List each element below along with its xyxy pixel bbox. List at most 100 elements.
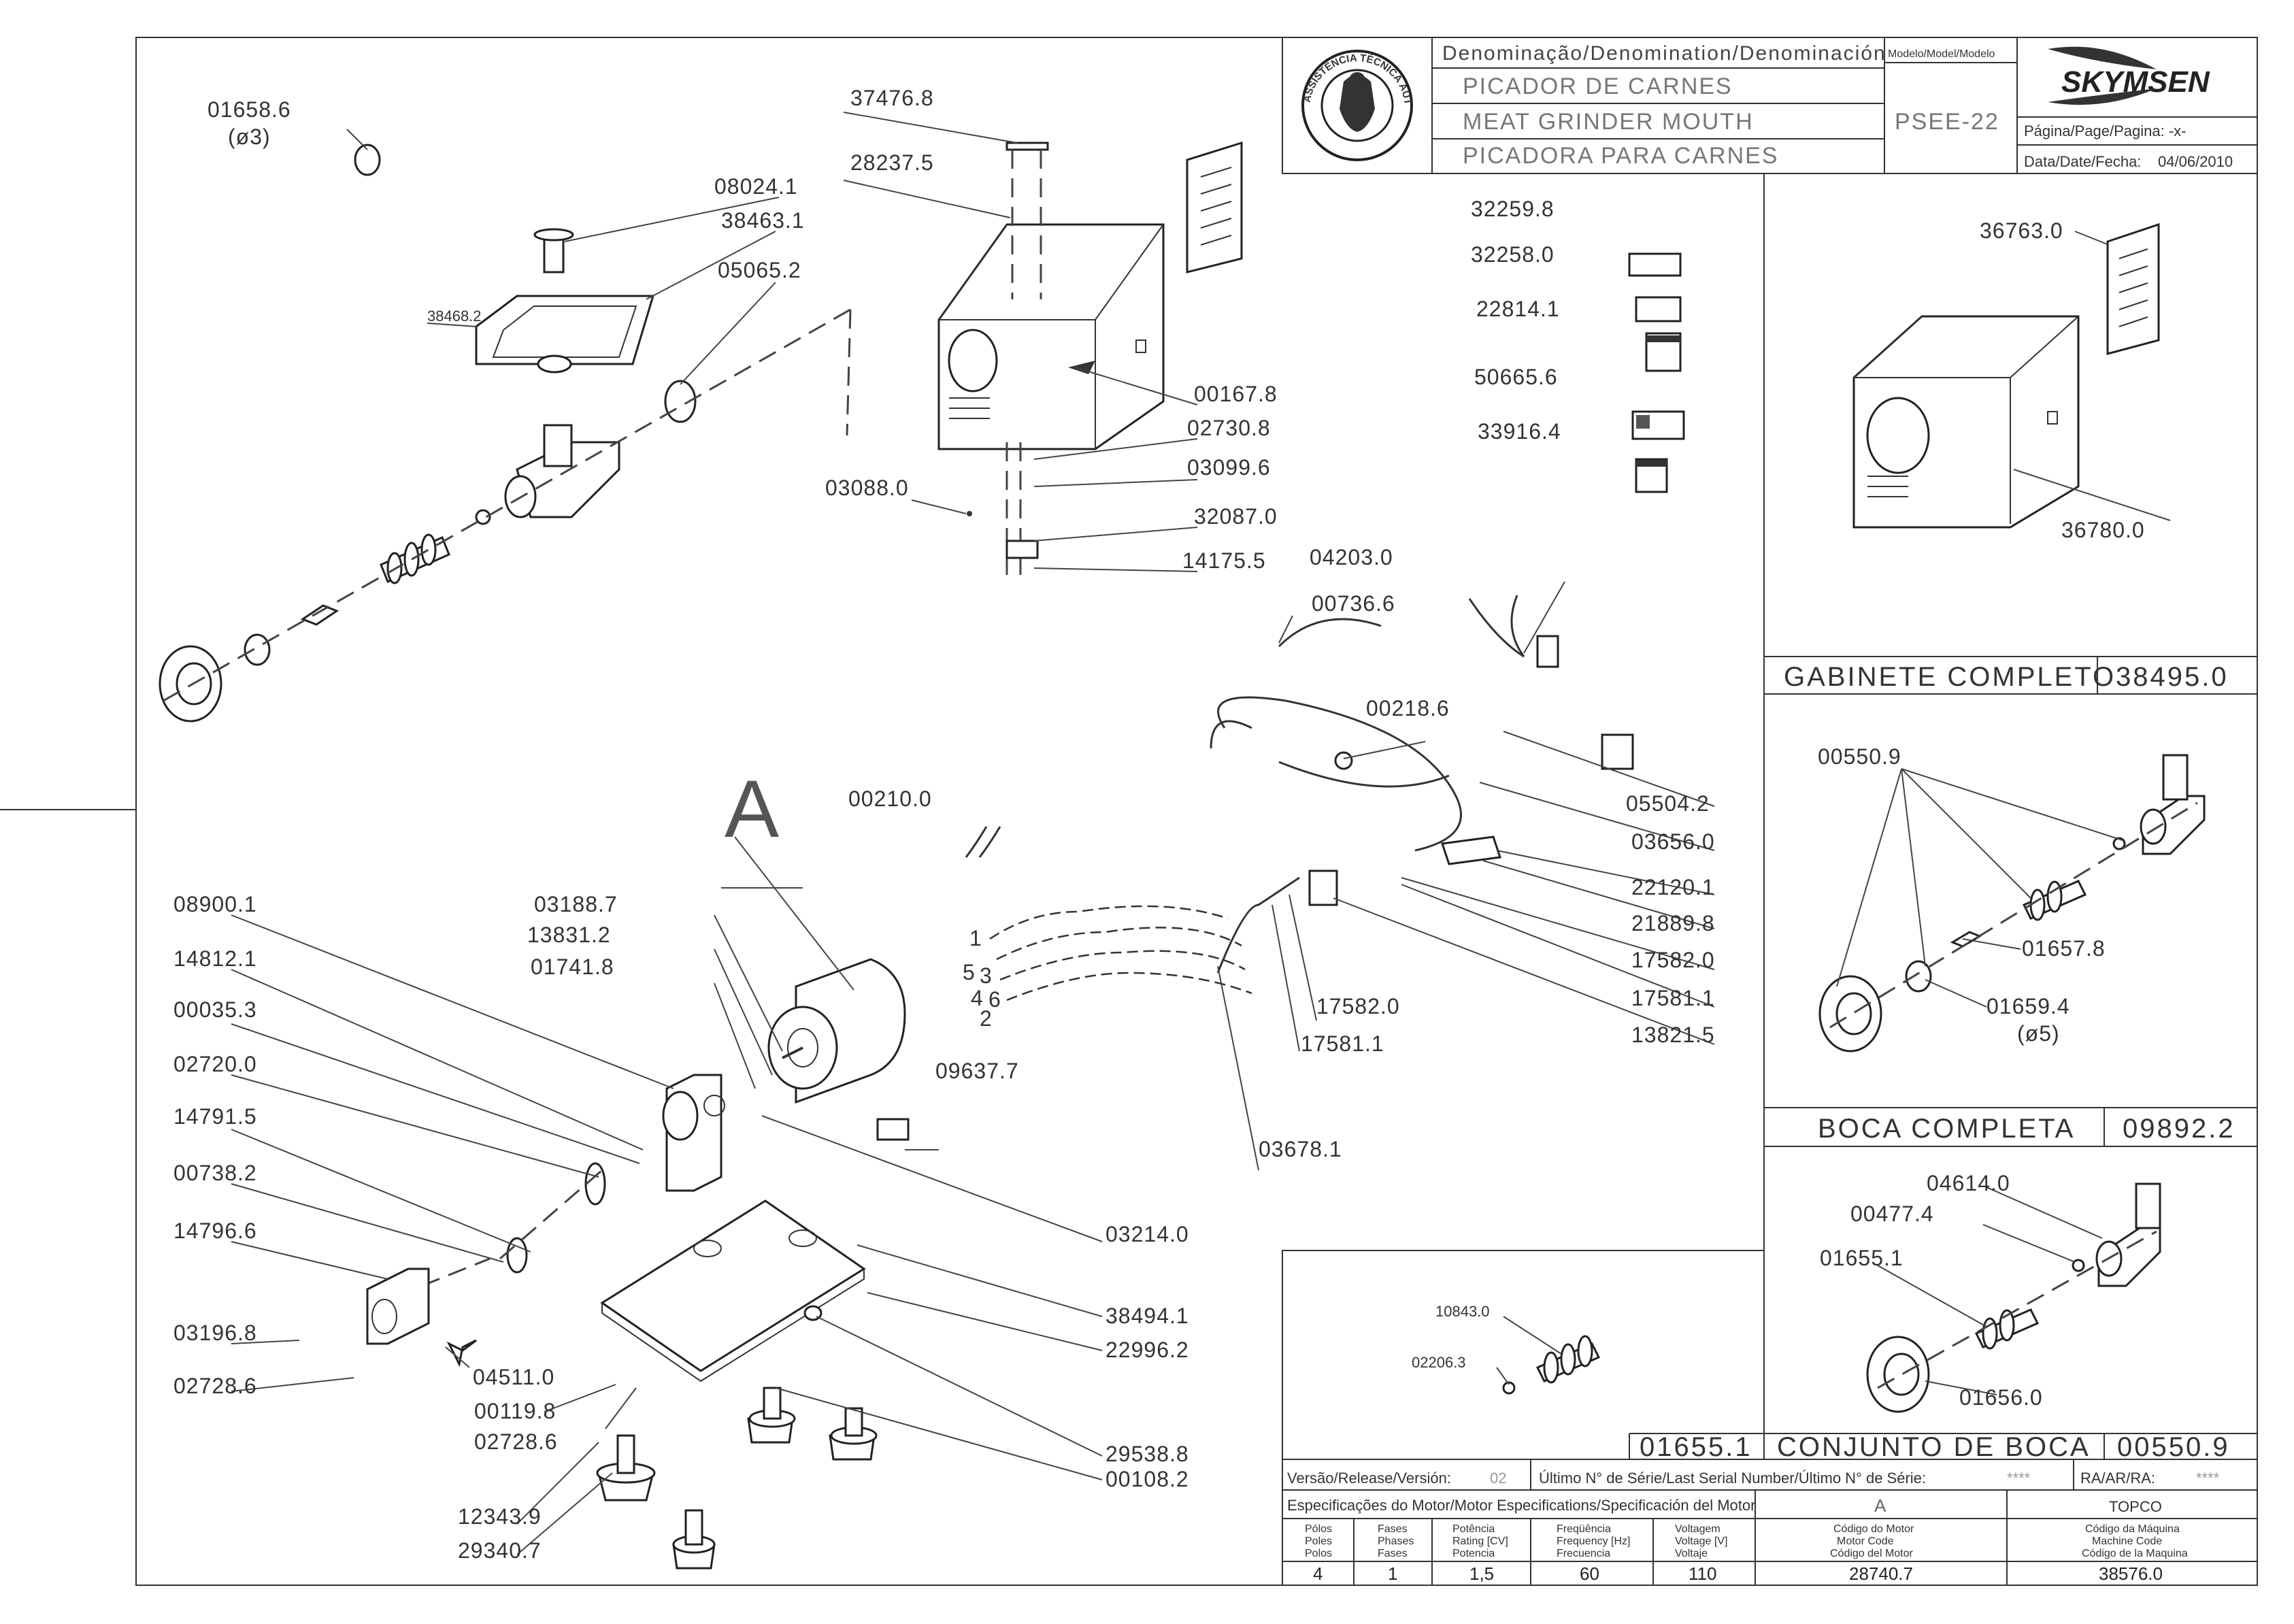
sticker-32258-part <box>1635 296 1682 322</box>
callout-36763-0: 36763.0 <box>1980 218 2063 243</box>
svg-text:Código do Motor: Código do Motor <box>1833 1523 1914 1535</box>
callout-12343-9: 12343.9 <box>458 1504 542 1529</box>
callout-02720-0: 02720.0 <box>173 1052 257 1076</box>
callout-02730-8: 02730.8 <box>1187 416 1271 440</box>
svg-text:Código de la Maquina: Código de la Maquina <box>2082 1548 2188 1559</box>
callout-32087-0: 32087.0 <box>1194 504 1278 529</box>
cabinet-panel-code: 38495.0 <box>2116 662 2229 692</box>
callout-14812-1: 14812.1 <box>173 946 257 971</box>
svg-text:Potência: Potência <box>1452 1523 1495 1535</box>
svg-text:Fases: Fases <box>1378 1548 1408 1559</box>
callout-22996-2: 22996.2 <box>1106 1338 1189 1362</box>
grille-part <box>1186 141 1243 274</box>
callout-02728-6: 02728.6 <box>474 1429 558 1454</box>
callout-00738-2: 00738.2 <box>173 1161 257 1185</box>
name-en: MEAT GRINDER MOUTH <box>1463 109 1754 135</box>
bracket-part <box>1005 142 1049 151</box>
callouts: 01658.6 (ø3) 37476.8 28237.5 08024.1 384… <box>173 86 2145 1563</box>
callout-14796-6: 14796.6 <box>173 1219 257 1243</box>
callout-00167-8: 00167.8 <box>1194 382 1278 406</box>
callout-01655-1: 01655.1 <box>1820 1246 1904 1270</box>
wing-nut-part <box>446 1339 477 1368</box>
callout-32259-8: 32259.8 <box>1471 197 1555 221</box>
motor-spec-label: Especificações do Motor/Motor Especifica… <box>1287 1497 1755 1514</box>
callout-01658-6-size: (ø3) <box>228 125 271 149</box>
callout-04203-0: 04203.0 <box>1310 545 1393 569</box>
svg-text:Código del Motor: Código del Motor <box>1830 1548 1914 1559</box>
plate-part <box>244 633 271 666</box>
callout-03188-7: 03188.7 <box>534 892 618 916</box>
svg-text:Poles: Poles <box>1305 1536 1332 1547</box>
mouth-panel-drawing <box>1818 754 2206 1053</box>
callout-13821-5: 13821.5 <box>1631 1023 1715 1047</box>
callout-09637-7: 09637.7 <box>935 1059 1019 1083</box>
callout-04614-0: 04614.0 <box>1927 1171 2010 1195</box>
callout-38463-1: 38463.1 <box>721 208 805 233</box>
callout-00108-2: 00108.2 <box>1106 1467 1189 1491</box>
callout-13831-2: 13831.2 <box>527 923 611 947</box>
mouth-panel-title: BOCA COMPLETA <box>1818 1114 2075 1144</box>
version-label: Versão/Release/Versión: <box>1287 1470 1451 1487</box>
worm-panel-frame <box>1282 1250 1765 1460</box>
value-rating: 1,5 <box>1469 1563 1494 1584</box>
title-block: ASSISTÊNCIA TÉCNICA AUTORIZADA Denominaç… <box>0 0 2258 174</box>
callout-22120-1: 22120.1 <box>1631 875 1715 899</box>
value-phases: 1 <box>1388 1563 1397 1584</box>
callout-17582-0-right: 17582.0 <box>1631 948 1715 972</box>
mouth-set-title: CONJUNTO DE BOCA <box>1777 1432 2091 1462</box>
callout-00477-4: 00477.4 <box>1850 1202 1934 1226</box>
svg-text:Rating [CV]: Rating [CV] <box>1452 1536 1508 1547</box>
motor-callout-letter: A <box>725 763 779 855</box>
callout-01659-4: 01659.4 <box>1987 994 2070 1018</box>
svg-text:ASSISTÊNCIA TÉCNICA AUTORIZADA: ASSISTÊNCIA TÉCNICA AUTORIZADA <box>0 0 1414 105</box>
wire-label-3: 3 <box>980 963 993 988</box>
svg-text:Polos: Polos <box>1305 1548 1332 1559</box>
callout-32258-0: 32258.0 <box>1471 242 1555 267</box>
bracket-lower-part <box>1005 540 1039 559</box>
callout-03196-8: 03196.8 <box>173 1321 257 1345</box>
callout-03656-0: 03656.0 <box>1631 829 1715 854</box>
callout-08900-1: 08900.1 <box>173 892 257 916</box>
callout-05065-2: 05065.2 <box>718 258 801 282</box>
mouth-set-panel-drawing <box>1866 1182 2161 1413</box>
callout-00210-0: 00210.0 <box>848 786 932 811</box>
wire-label-2: 2 <box>980 1006 993 1031</box>
worm-panel-drawing <box>1502 1335 1601 1395</box>
plate-3mm-part <box>354 144 381 176</box>
callout-00550-9: 00550.9 <box>1818 744 1901 769</box>
callout-03214-0: 03214.0 <box>1106 1222 1189 1246</box>
seal-text: ASSISTÊNCIA TÉCNICA AUTORIZADA <box>0 0 1414 105</box>
blade-part <box>300 604 339 626</box>
name-es: PICADORA PARA CARNES <box>1463 143 1779 169</box>
value-voltage: 110 <box>1689 1563 1716 1584</box>
terminal-05504-part <box>1601 733 1634 770</box>
value-poles: 4 <box>1313 1563 1323 1584</box>
header-frequency: Freqüência Frequency [Hz] Frecuencia <box>1557 1523 1630 1559</box>
electrical-drawing <box>965 595 1634 1001</box>
callout-03099-6: 03099.6 <box>1187 455 1271 480</box>
motor-column-a: A <box>1874 1495 1886 1516</box>
callout-36780-0: 36780.0 <box>2061 518 2145 542</box>
drawing-frame <box>135 37 2258 1586</box>
callout-38468-2: 38468.2 <box>427 308 482 325</box>
ra-label: RA/AR/RA: <box>2080 1470 2155 1487</box>
svg-text:Fases: Fases <box>1378 1523 1408 1535</box>
cabinet-drawing <box>937 141 1243 575</box>
switch-part <box>1308 869 1338 906</box>
header-motor-code: Código do Motor Motor Code Código del Mo… <box>1830 1523 1914 1559</box>
wire-label-1: 1 <box>969 926 982 950</box>
callout-17581-1-right: 17581.1 <box>1631 986 1715 1010</box>
ra-value: **** <box>2196 1470 2220 1487</box>
denomination-header: Denominação/Denomination/Denominación <box>1442 42 1886 65</box>
callout-08024-1: 08024.1 <box>714 174 798 199</box>
cabinet-panel-drawing <box>1852 222 2160 529</box>
sticker-09637-part <box>876 1118 910 1141</box>
callout-02206-3: 02206.3 <box>1412 1354 1466 1371</box>
svg-text:Frecuencia: Frecuencia <box>1557 1548 1610 1559</box>
footer-table: Versão/Release/Versión: 02 Último N° de … <box>1282 1459 2258 1586</box>
svg-text:Voltagem: Voltagem <box>1675 1523 1720 1535</box>
svg-text:Pólos: Pólos <box>1305 1523 1332 1535</box>
callout-22814-1: 22814.1 <box>1476 297 1560 321</box>
callout-00736-6: 00736.6 <box>1312 591 1395 616</box>
